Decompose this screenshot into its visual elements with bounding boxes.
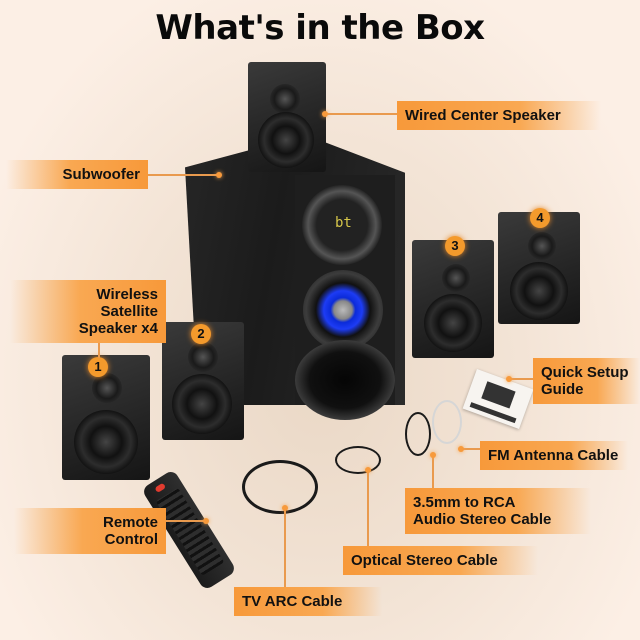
speaker-badge-3: 3 bbox=[445, 236, 465, 256]
label-optical-stereo-cable: Optical Stereo Cable bbox=[343, 546, 538, 575]
label-text: FM Antenna Cable bbox=[488, 447, 619, 464]
satellite-speaker-4 bbox=[498, 212, 580, 324]
label-subwoofer: Subwoofer bbox=[6, 160, 148, 189]
label-wired-center-speaker: Wired Center Speaker bbox=[397, 101, 601, 130]
satellite-speaker-2 bbox=[162, 322, 244, 440]
label-text-line2: Audio Stereo Cable bbox=[413, 511, 552, 528]
label-quick-setup-guide: Quick Setup Guide bbox=[533, 358, 640, 404]
rca-cable-image bbox=[405, 412, 431, 456]
label-text-line2: Guide bbox=[541, 381, 584, 398]
page-title: What's in the Box bbox=[155, 8, 485, 48]
center-speaker-image bbox=[248, 62, 326, 172]
label-tv-arc-cable: TV ARC Cable bbox=[234, 587, 383, 616]
display-ring bbox=[302, 185, 382, 265]
optical-cable-image bbox=[335, 446, 381, 474]
tv-arc-cable-image bbox=[242, 460, 318, 514]
speaker-badge-1: 1 bbox=[88, 357, 108, 377]
label-fm-antenna-cable: FM Antenna Cable bbox=[480, 441, 629, 470]
subwoofer-display: bt bbox=[335, 215, 352, 231]
label-text: TV ARC Cable bbox=[242, 593, 343, 610]
label-remote-control: Remote Control bbox=[14, 508, 166, 554]
label-text: Subwoofer bbox=[62, 166, 141, 183]
subwoofer-image: bt bbox=[185, 115, 405, 420]
label-text-line2: Speaker x4 bbox=[78, 320, 158, 337]
volume-knob-icon bbox=[303, 270, 383, 350]
label-wireless-satellite-speaker: Wireless Satellite Speaker x4 bbox=[10, 280, 166, 343]
satellite-speaker-3 bbox=[412, 240, 494, 358]
fm-antenna-cable-image bbox=[432, 400, 462, 444]
label-text-line1: Wireless Satellite bbox=[96, 286, 158, 320]
speaker-badge-2: 2 bbox=[191, 324, 211, 344]
label-text: Wired Center Speaker bbox=[405, 107, 561, 124]
satellite-speaker-1 bbox=[62, 355, 150, 480]
bass-port bbox=[295, 340, 395, 420]
label-text-line1: Quick Setup bbox=[541, 364, 629, 381]
label-rca-audio-cable: 3.5mm to RCA Audio Stereo Cable bbox=[405, 488, 592, 534]
label-text: Remote Control bbox=[102, 514, 158, 548]
label-text: Optical Stereo Cable bbox=[351, 552, 498, 569]
label-text-line1: 3.5mm to RCA bbox=[413, 494, 516, 511]
speaker-badge-4: 4 bbox=[530, 208, 550, 228]
